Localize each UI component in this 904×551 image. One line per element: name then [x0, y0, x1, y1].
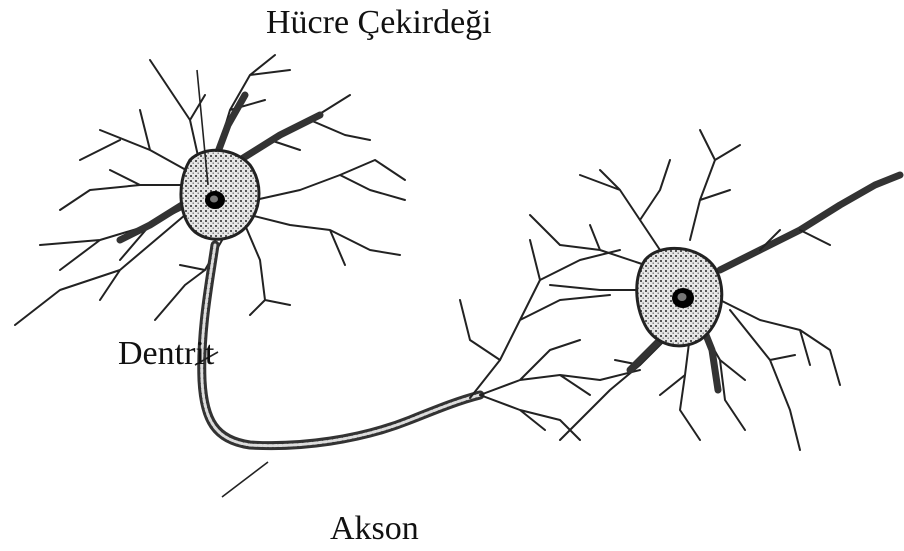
right-cell-body: [637, 248, 722, 346]
axon-terminals: [460, 240, 640, 440]
dendrite-label: Dentrit: [118, 337, 214, 371]
left-cell-body: [181, 150, 259, 239]
axon-label: Akson: [330, 512, 419, 546]
axon-pointer: [222, 462, 268, 497]
axon: [202, 245, 480, 446]
nucleus-label: Hücre Çekirdeği: [266, 6, 492, 40]
